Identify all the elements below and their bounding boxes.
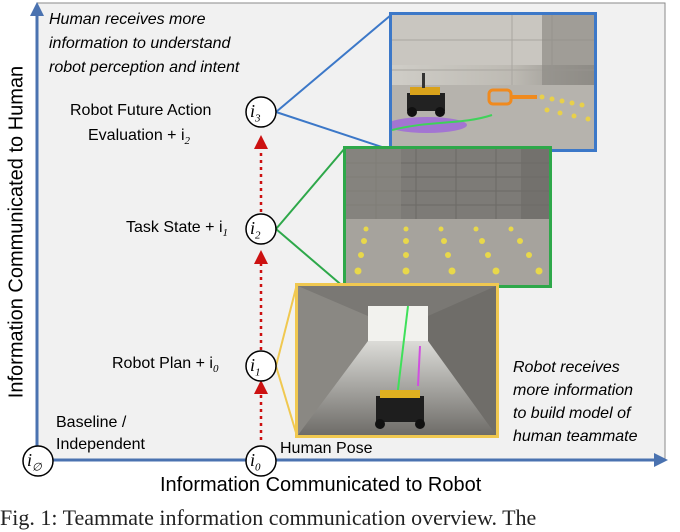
photo-task-state-image [346,149,549,285]
arrow-head [254,250,268,264]
connector-line [275,365,298,437]
arrow-head [254,380,268,394]
human-pose-label: Human Pose [280,440,373,457]
connector-line [275,111,392,151]
human-note-line: robot perception and intent [49,59,240,76]
photo-robot-plan-image [298,286,496,435]
x-axis-label: Information Communicated to Robot [160,474,482,496]
arrow-head [254,135,268,149]
x-axis-arrowhead [654,453,668,467]
human-note: Human receives more information to under… [49,8,239,80]
robot-note-line: to build model of [513,405,631,422]
baseline-label-line: Baseline / [56,414,127,431]
node-i2 [245,213,277,245]
robot-note-line: Robot receives [513,359,620,376]
connector-line [275,283,298,367]
photo-future-action-image [392,15,594,149]
node-i0 [245,445,277,477]
figure-caption: Fig. 1: Teammate information communicati… [0,505,537,530]
node-i3-label: i3 [250,101,261,125]
y-axis-label: Information Communicated to Human [5,65,28,399]
node-i3 [245,96,277,128]
baseline-label: Baseline / Independent [56,412,145,456]
level-label-task-state: Task State + i1 [126,219,228,240]
robot-note-line: more information [513,382,634,399]
connector-line [275,147,346,230]
level-label-evaluation: Evaluation + i2 [88,127,191,148]
connector-line [275,228,346,289]
node-i-empty-label: i∅ [27,450,42,474]
photo-task-state [343,146,552,288]
robot-note: Robot receives more information to build… [513,356,638,448]
photo-robot-plan [295,283,499,438]
node-i1-label: i1 [250,355,261,379]
y-axis-arrowhead [30,2,44,16]
baseline-label-line: Independent [56,436,145,453]
node-i1 [245,350,277,382]
node-i0-label: i0 [250,450,261,474]
human-note-line: information to understand [49,35,231,52]
node-i-empty [22,445,54,477]
node-i2-label: i2 [250,218,261,242]
connector-line [275,14,392,113]
photo-robot-future-action [389,12,597,152]
robot-note-line: human teammate [513,428,638,445]
level-label-robot-plan: Robot Plan + i0 [112,355,219,376]
human-note-line: Human receives more [49,11,206,28]
level-label-future-action: Robot Future Action [70,102,212,119]
